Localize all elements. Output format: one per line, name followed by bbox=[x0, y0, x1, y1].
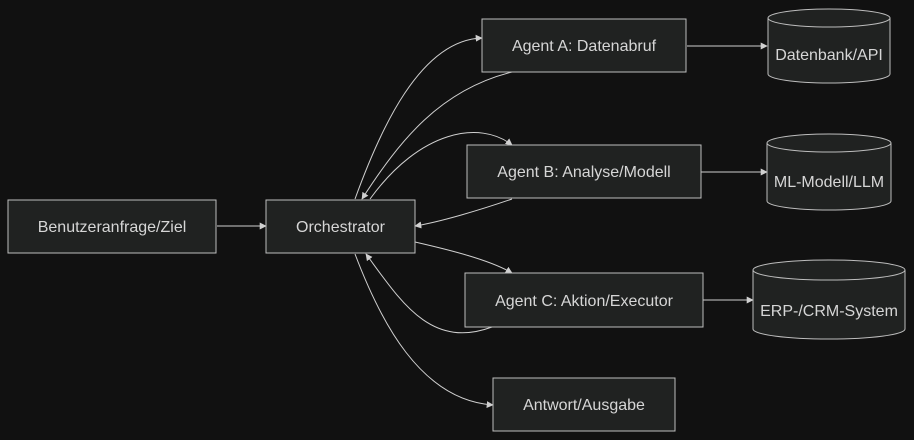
edge-agent-b-to-orchestrator bbox=[414, 198, 513, 229]
node-db-api-label: Datenbank/API bbox=[775, 47, 883, 64]
node-ml-llm: ML-Modell/LLM bbox=[766, 133, 892, 211]
node-agent-c-label: Agent C: Aktion/Executor bbox=[495, 293, 674, 310]
node-agent-b: Agent B: Analyse/Modell bbox=[466, 144, 702, 199]
node-orchestrator-label: Orchestrator bbox=[296, 219, 386, 236]
node-agent-b-label: Agent B: Analyse/Modell bbox=[497, 164, 670, 181]
node-ml-llm-label: ML-Modell/LLM bbox=[774, 174, 884, 191]
node-db-api: Datenbank/API bbox=[767, 8, 891, 84]
edge-orchestrator-to-agent-b bbox=[369, 132, 513, 200]
node-erp-crm: ERP-/CRM-System bbox=[752, 259, 906, 340]
edge-orchestrator-to-agent-c bbox=[414, 241, 513, 274]
edge-agent-c-to-orchestrator bbox=[365, 253, 493, 334]
node-erp-crm-label: ERP-/CRM-System bbox=[760, 303, 898, 320]
node-answer: Antwort/Ausgabe bbox=[492, 377, 676, 432]
edge-orchestrator-to-answer bbox=[354, 253, 494, 409]
edges bbox=[217, 34, 768, 409]
node-user-request-label: Benutzeranfrage/Ziel bbox=[38, 219, 187, 236]
node-agent-a: Agent A: Datenabruf bbox=[481, 18, 687, 73]
node-answer-label: Antwort/Ausgabe bbox=[523, 397, 645, 414]
node-user-request: Benutzeranfrage/Ziel bbox=[7, 199, 217, 254]
edge-agent-a-to-orchestrator bbox=[361, 71, 513, 200]
node-orchestrator: Orchestrator bbox=[265, 199, 416, 254]
node-agent-c: Agent C: Aktion/Executor bbox=[464, 272, 704, 328]
node-agent-a-label: Agent A: Datenabruf bbox=[512, 38, 657, 55]
edge-orchestrator-to-agent-a bbox=[354, 34, 483, 200]
